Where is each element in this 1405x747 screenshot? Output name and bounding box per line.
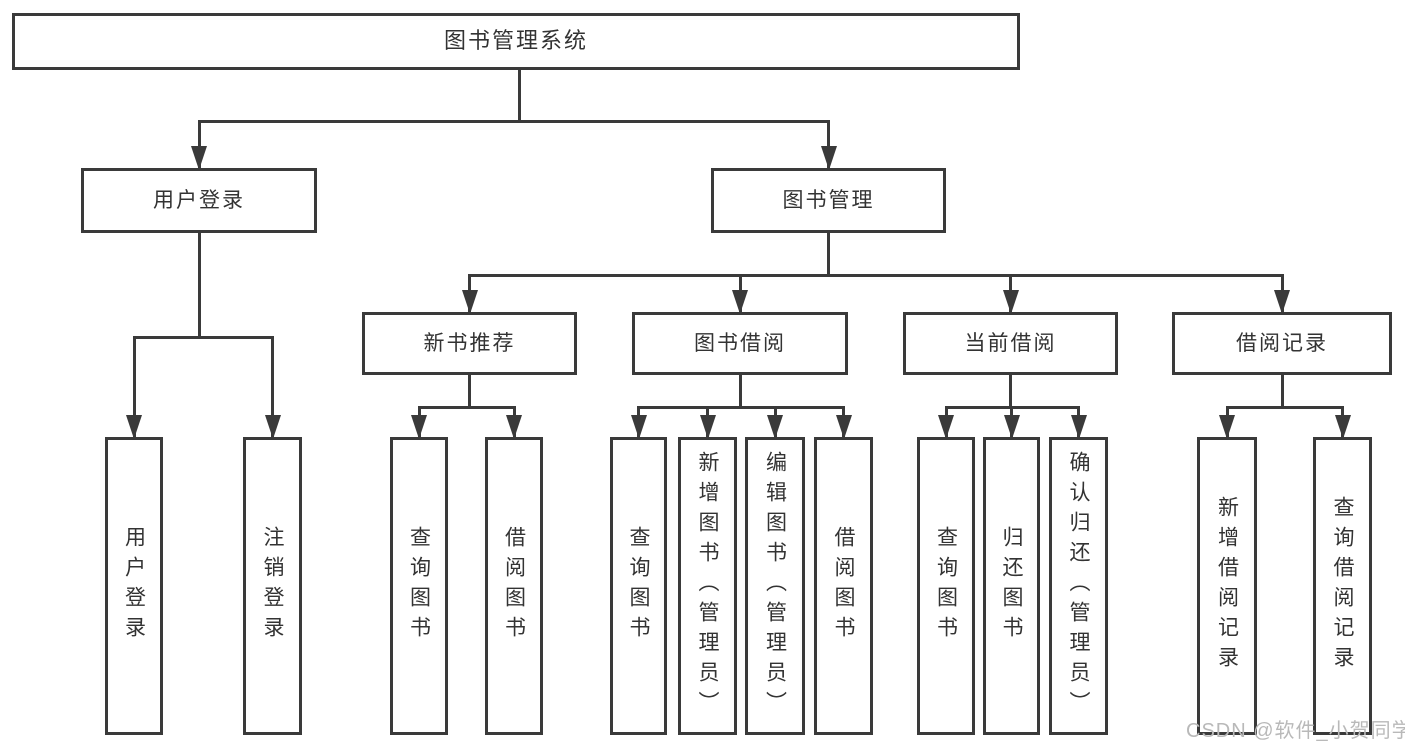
node-label-leaf-nb-borrow: 借阅图书: [502, 526, 526, 646]
connector-branch-borrow: [637, 406, 845, 409]
node-label-leaf-cur-return: 归还图书: [1000, 526, 1023, 646]
watermark: CSDN @软件_小贺同学: [1186, 720, 1405, 742]
connector-stem-records: [1280, 375, 1284, 409]
arrow-icon-mgmt: [820, 146, 837, 170]
node-leaf-user-login: 用户登录: [105, 437, 163, 735]
connector-branch-root: [197, 120, 830, 123]
node-label-leaf-rec-add: 新增借阅记录: [1215, 496, 1239, 676]
node-label-newbooks: 新书推荐: [423, 331, 516, 355]
arrow-icon-login: [191, 146, 207, 170]
node-borrow: 图书借阅: [632, 312, 848, 375]
connector-stem-borrow: [738, 375, 742, 409]
arrow-icon-leaf-user-login: [126, 415, 142, 439]
node-leaf-cur-confirm: 确认归还（管理员）: [1049, 437, 1108, 735]
connector-stem-mgmt: [827, 233, 830, 277]
node-label-leaf-rec-query: 查询借阅记录: [1331, 496, 1354, 676]
connector-branch-newbooks: [417, 406, 516, 409]
node-label-leaf-cur-confirm: 确认归还（管理员）: [1067, 451, 1090, 721]
node-label-root: 图书管理系统: [443, 28, 588, 54]
arrow-icon-leaf-logout: [264, 415, 281, 439]
node-records: 借阅记录: [1172, 312, 1392, 375]
arrow-icon-leaf-rec-add: [1219, 415, 1235, 439]
arrow-icon-leaf-bb-query: [630, 415, 647, 439]
node-leaf-cur-query: 查询图书: [917, 437, 975, 735]
node-current: 当前借阅: [903, 312, 1118, 375]
node-leaf-nb-borrow: 借阅图书: [485, 437, 543, 735]
node-label-leaf-logout: 注销登录: [261, 526, 284, 646]
node-leaf-bb-add: 新增图书（管理员）: [678, 437, 737, 735]
arrow-icon-borrow: [732, 290, 748, 314]
node-label-leaf-user-login: 用户登录: [122, 526, 146, 646]
node-label-leaf-bb-edit: 编辑图书（管理员）: [763, 451, 787, 721]
node-login: 用户登录: [81, 168, 317, 233]
arrow-icon-leaf-nb-borrow: [506, 415, 522, 439]
node-leaf-bb-edit: 编辑图书（管理员）: [745, 437, 805, 735]
node-leaf-cur-return: 归还图书: [983, 437, 1040, 735]
node-label-current: 当前借阅: [964, 331, 1057, 355]
node-newbooks: 新书推荐: [362, 312, 577, 375]
node-root: 图书管理系统: [12, 13, 1020, 70]
connector-branch-login: [132, 336, 274, 339]
connector-stem-current: [1009, 375, 1012, 409]
connector-stem-newbooks: [468, 375, 471, 409]
connector-branch-mgmt: [468, 274, 1284, 277]
arrow-icon-newbooks: [461, 290, 478, 314]
node-label-leaf-bb-add: 新增图书（管理员）: [696, 451, 719, 721]
node-label-borrow: 图书借阅: [694, 331, 786, 355]
node-leaf-bb-query: 查询图书: [610, 437, 667, 735]
node-leaf-bb-borrow: 借阅图书: [814, 437, 873, 735]
connector-branch-records: [1225, 406, 1344, 409]
node-leaf-rec-query: 查询借阅记录: [1313, 437, 1372, 735]
node-label-leaf-nb-query: 查询图书: [407, 526, 431, 646]
node-mgmt: 图书管理: [711, 168, 946, 233]
node-label-records: 借阅记录: [1236, 331, 1328, 355]
node-leaf-rec-add: 新增借阅记录: [1197, 437, 1257, 735]
node-label-leaf-bb-borrow: 借阅图书: [832, 526, 855, 646]
node-label-login: 用户登录: [153, 188, 245, 212]
arrow-icon-current: [1002, 290, 1019, 314]
node-label-leaf-bb-query: 查询图书: [627, 526, 650, 646]
connector-drop-leaf-user-login: [132, 336, 136, 437]
node-label-leaf-cur-query: 查询图书: [934, 526, 958, 646]
connector-stem-login: [197, 233, 201, 339]
connector-drop-mgmt: [827, 120, 830, 168]
node-label-mgmt: 图书管理: [782, 188, 875, 212]
arrow-icon-leaf-rec-query: [1334, 415, 1351, 439]
arrow-icon-leaf-cur-confirm: [1070, 415, 1087, 439]
arrow-icon-leaf-bb-edit: [767, 415, 783, 439]
arrow-icon-leaf-bb-borrow: [835, 415, 852, 439]
connector-drop-leaf-logout: [271, 336, 274, 437]
node-leaf-logout: 注销登录: [243, 437, 302, 735]
arrow-icon-leaf-nb-query: [411, 415, 427, 439]
arrow-icon-leaf-bb-add: [699, 415, 716, 439]
connector-stem-root: [517, 70, 521, 123]
arrow-icon-records: [1274, 290, 1290, 314]
arrow-icon-leaf-cur-query: [938, 415, 954, 439]
node-leaf-nb-query: 查询图书: [390, 437, 448, 735]
arrow-icon-leaf-cur-return: [1003, 415, 1020, 439]
connector-drop-login: [197, 120, 201, 168]
